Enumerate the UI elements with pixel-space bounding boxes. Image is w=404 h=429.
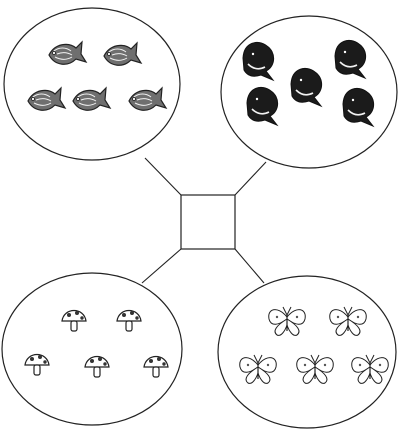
mushroom-icon	[62, 311, 86, 332]
whale-icon	[343, 88, 374, 126]
whale-icon	[335, 40, 366, 78]
fish-icon	[49, 42, 86, 64]
mushroom-icon	[25, 355, 49, 376]
butterfly-icon	[352, 355, 389, 383]
mushroom-icon	[85, 357, 109, 378]
whale-icon	[247, 87, 278, 125]
whale-icon	[243, 42, 274, 80]
group-circle-top-left	[4, 8, 180, 160]
fish-icon	[28, 88, 65, 110]
fish-icon	[129, 88, 166, 110]
mushroom-icon	[117, 311, 141, 332]
fish-icon	[104, 43, 141, 65]
group-circle-bottom-right	[218, 276, 396, 428]
connector-line-top-right	[235, 162, 266, 195]
butterfly-icon	[330, 307, 367, 335]
connector-line-bottom-right	[235, 249, 264, 283]
whale-icon	[291, 68, 322, 106]
connector-line-top-left	[145, 158, 181, 195]
center-answer-box[interactable]	[181, 195, 235, 249]
mushroom-icon	[144, 357, 168, 378]
group-circle-bottom-left	[2, 273, 182, 425]
fish-icon	[73, 88, 110, 110]
butterfly-icon	[269, 307, 306, 335]
butterfly-icon	[240, 355, 277, 383]
butterfly-icon	[297, 355, 334, 383]
connector-line-bottom-left	[142, 249, 181, 283]
